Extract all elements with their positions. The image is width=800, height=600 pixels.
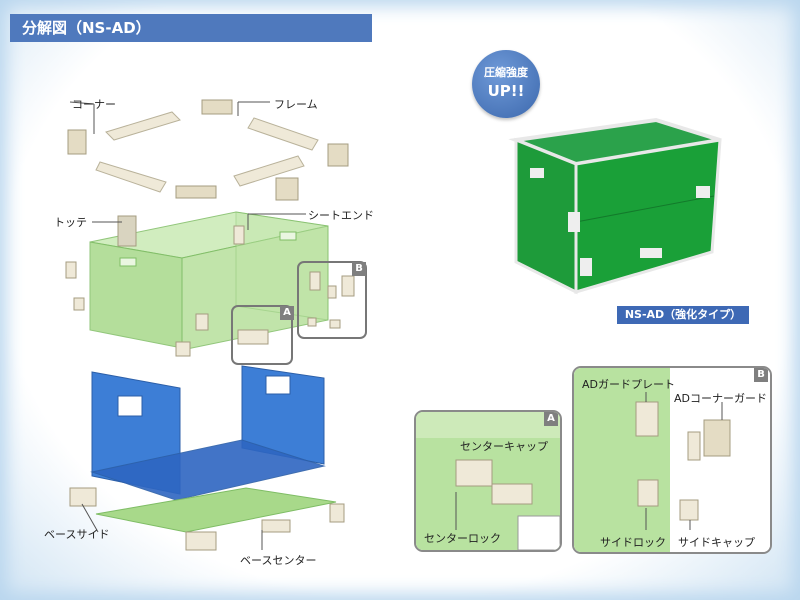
callout-a-tag: A	[280, 306, 294, 320]
label-sheet-end: シートエンド	[308, 209, 374, 222]
blue-panels	[90, 365, 326, 501]
label-center-lock: センターロック	[424, 532, 501, 545]
label-base-side: ベースサイド	[44, 528, 110, 541]
callout-a-box	[231, 305, 293, 365]
label-corner: コーナー	[72, 98, 116, 111]
callout-b-parts	[307, 271, 355, 329]
label-side-cap: サイドキャップ	[678, 536, 755, 549]
inset-a-drawing	[416, 412, 560, 550]
inset-b-tag: B	[754, 368, 768, 382]
label-ad-guard-plate: ADガードプレート	[582, 378, 675, 391]
inset-a-tag: A	[544, 412, 558, 426]
green-box	[89, 211, 329, 351]
page-title: 分解図（NS-AD）	[10, 14, 372, 42]
frame-rails	[95, 111, 319, 193]
badge-line1: 圧縮強度	[484, 66, 528, 79]
label-base-center: ベースセンター	[240, 554, 317, 567]
inset-b: B ADガードプレート ADコーナーガード サイドロック サイドキャップ	[572, 366, 772, 554]
label-center-cap: センターキャップ	[460, 440, 548, 453]
base-parts	[69, 487, 345, 551]
strength-badge: 圧縮強度 UP!!	[472, 50, 540, 118]
base-sheet	[95, 487, 337, 533]
side-clips	[65, 261, 269, 357]
callout-b-tag: B	[352, 262, 366, 276]
label-side-lock: サイドロック	[600, 536, 666, 549]
callout-b-box	[297, 261, 367, 339]
product-caption: NS-AD（強化タイプ）	[617, 306, 749, 324]
leader-lines	[69, 101, 306, 550]
badge-line2: UP!!	[487, 82, 525, 100]
label-frame: フレーム	[274, 98, 318, 111]
inset-a: A センターキャップ センターロック	[414, 410, 562, 552]
label-ad-corner-guard: ADコーナーガード	[674, 392, 767, 405]
corner-pieces	[67, 99, 349, 201]
label-handle: トッテ	[54, 216, 87, 229]
product-box	[508, 117, 722, 295]
inset-b-drawing	[574, 368, 770, 552]
